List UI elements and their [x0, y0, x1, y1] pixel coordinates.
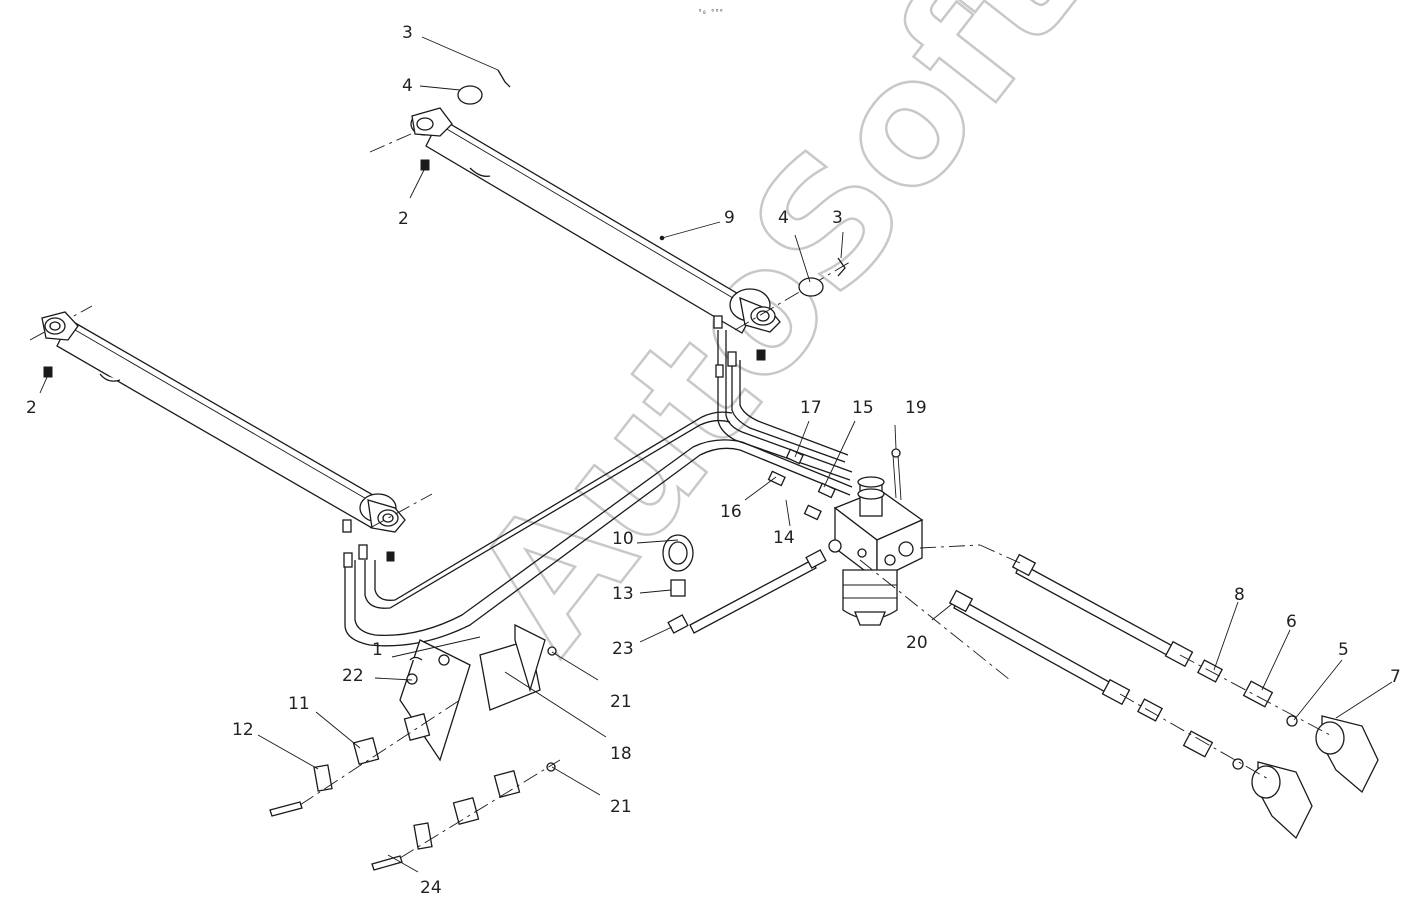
callout-5: 5 [1338, 640, 1349, 660]
callout-3-top: 3 [402, 23, 413, 43]
callout-8: 8 [1234, 585, 1245, 605]
callout-18: 18 [610, 744, 632, 764]
callout-22: 22 [342, 666, 364, 686]
callout-17: 17 [800, 398, 822, 418]
callout-24: 24 [420, 878, 442, 898]
callout-6: 6 [1286, 612, 1297, 632]
hoses [667, 544, 1194, 706]
valve-block [828, 448, 1011, 681]
lower-cylinder [29, 305, 433, 533]
callout-2-left: 2 [26, 398, 37, 418]
callout-1: 1 [372, 640, 383, 660]
callout-23: 23 [612, 639, 634, 659]
callout-19: 19 [905, 398, 927, 418]
callout-3-right: 3 [832, 208, 843, 228]
callout-16: 16 [720, 502, 742, 522]
callout-13: 13 [612, 584, 634, 604]
quick-couplers [1119, 654, 1379, 840]
hydraulic-pipes [342, 315, 853, 647]
upper-cylinder [369, 107, 851, 334]
small-parts [43, 69, 846, 597]
callout-2-upper: 2 [398, 209, 409, 229]
callout-labels: 3 4 2 9 4 3 2 17 15 19 16 14 10 13 23 20… [26, 23, 1401, 898]
callout-20: 20 [906, 633, 928, 653]
callout-7: 7 [1390, 667, 1401, 687]
callout-4-right: 4 [778, 208, 789, 228]
bracket-and-clamps [269, 623, 561, 871]
callout-14: 14 [773, 528, 795, 548]
callout-10: 10 [612, 529, 634, 549]
callout-9: 9 [724, 208, 735, 228]
callout-11: 11 [288, 694, 310, 714]
callout-21-upper: 21 [610, 692, 632, 712]
callout-12: 12 [232, 720, 254, 740]
leader-lines [39, 36, 1393, 873]
callout-4-top: 4 [402, 76, 413, 96]
header-small-text: ⁰₀ ⁰⁰⁰ [698, 8, 723, 16]
callout-21-lower: 21 [610, 797, 632, 817]
callout-15: 15 [852, 398, 874, 418]
